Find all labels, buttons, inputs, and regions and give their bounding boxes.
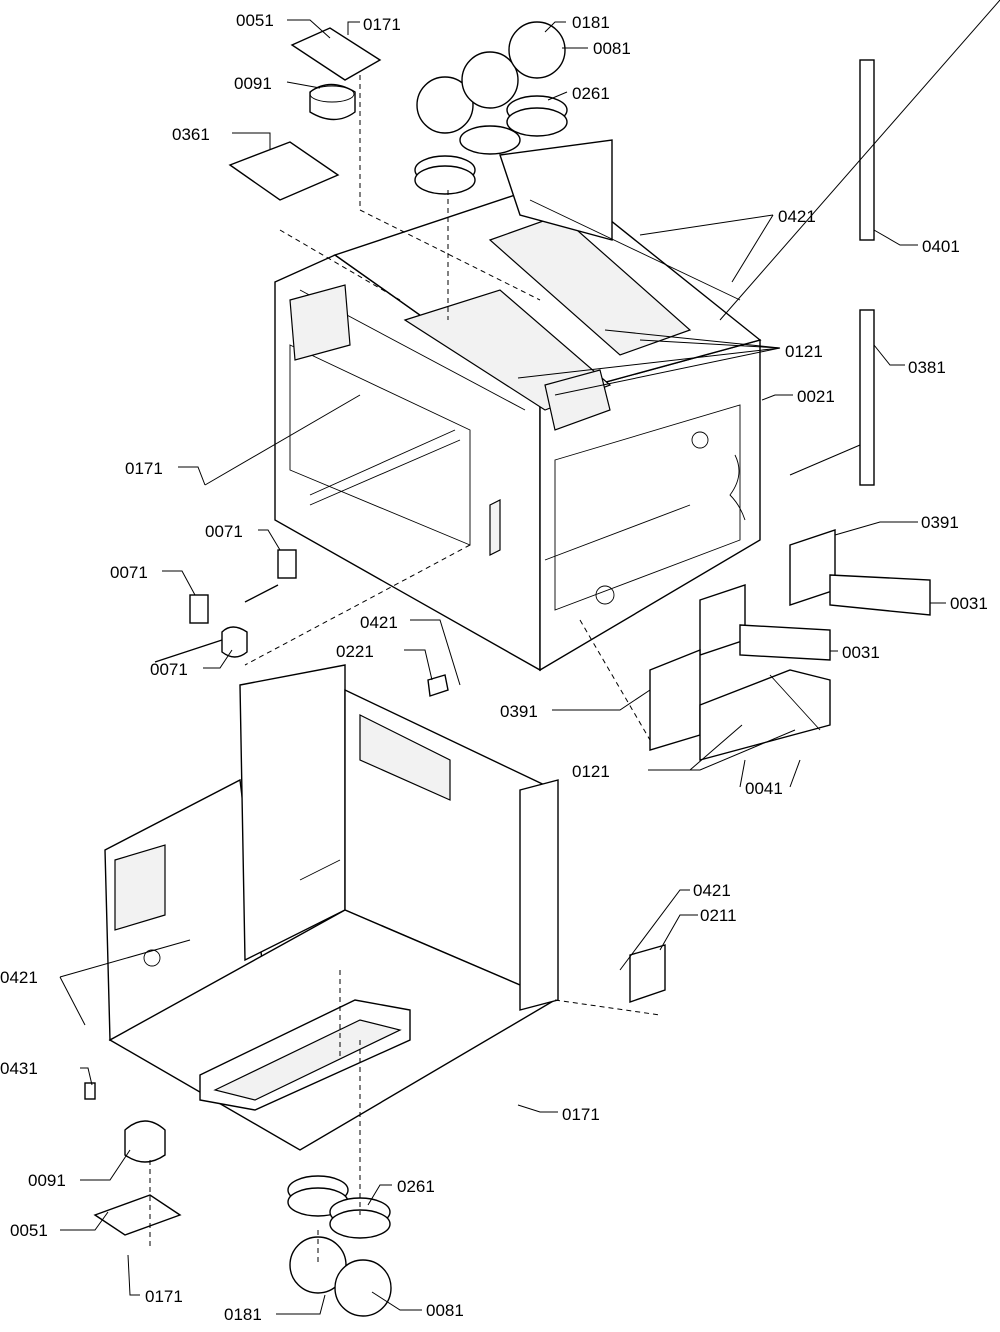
label-0181-bottom: 0181 [224,1305,262,1324]
label-0421-right: 0421 [693,881,731,900]
label-0091-top: 0091 [234,74,272,93]
upper-cabinet-frame [274,139,762,672]
part-labels: 0051 0171 0181 0081 0091 0261 0361 0421 … [0,11,988,1324]
vertical-rails [859,59,875,486]
plate-0361 [228,141,340,201]
label-0051-top: 0051 [236,11,274,30]
label-0361: 0361 [172,125,210,144]
label-0431: 0431 [0,1059,38,1078]
label-0261-bottom: 0261 [397,1177,435,1196]
bracket-0221 [427,674,449,697]
label-0381: 0381 [908,358,946,377]
heater-elements [154,549,297,663]
label-0171-bottom-mid: 0171 [562,1105,600,1124]
top-motor-assembly [290,27,382,121]
side-panel-0211 [629,944,666,1003]
label-0071-c: 0071 [150,660,188,679]
label-0081-bottom: 0081 [426,1301,464,1320]
label-0071-b: 0071 [110,563,148,582]
label-0021: 0021 [797,387,835,406]
label-0071-a: 0071 [205,522,243,541]
leader-lines [59,0,1000,1315]
label-0031-b: 0031 [842,643,880,662]
lower-cabinet-frame [104,664,559,1151]
label-0421-left: 0421 [0,968,38,987]
label-0091-bottom: 0091 [28,1171,66,1190]
label-0391-bottom: 0391 [500,702,538,721]
label-0081-top: 0081 [593,39,631,58]
label-0171-mid: 0171 [125,459,163,478]
label-0031-a: 0031 [950,594,988,613]
label-0121-bottom: 0121 [572,762,610,781]
label-0391-top: 0391 [921,513,959,532]
label-0041: 0041 [745,779,783,798]
label-0401: 0401 [922,237,960,256]
label-0121-top: 0121 [785,342,823,361]
switch-0431 [84,1082,96,1100]
label-0421-top: 0421 [778,207,816,226]
label-0171-bottom: 0171 [145,1287,183,1306]
label-0421-mid: 0421 [360,613,398,632]
label-0051-bottom: 0051 [10,1221,48,1240]
label-0221: 0221 [336,642,374,661]
top-gears [414,21,568,195]
label-0261-top: 0261 [572,84,610,103]
label-0211: 0211 [700,906,737,925]
bottom-gears [287,1175,392,1317]
bracket-parts [649,529,931,761]
label-0171-top: 0171 [363,15,401,34]
label-0181-top: 0181 [572,13,610,32]
bottom-motor-assembly [93,1120,182,1236]
